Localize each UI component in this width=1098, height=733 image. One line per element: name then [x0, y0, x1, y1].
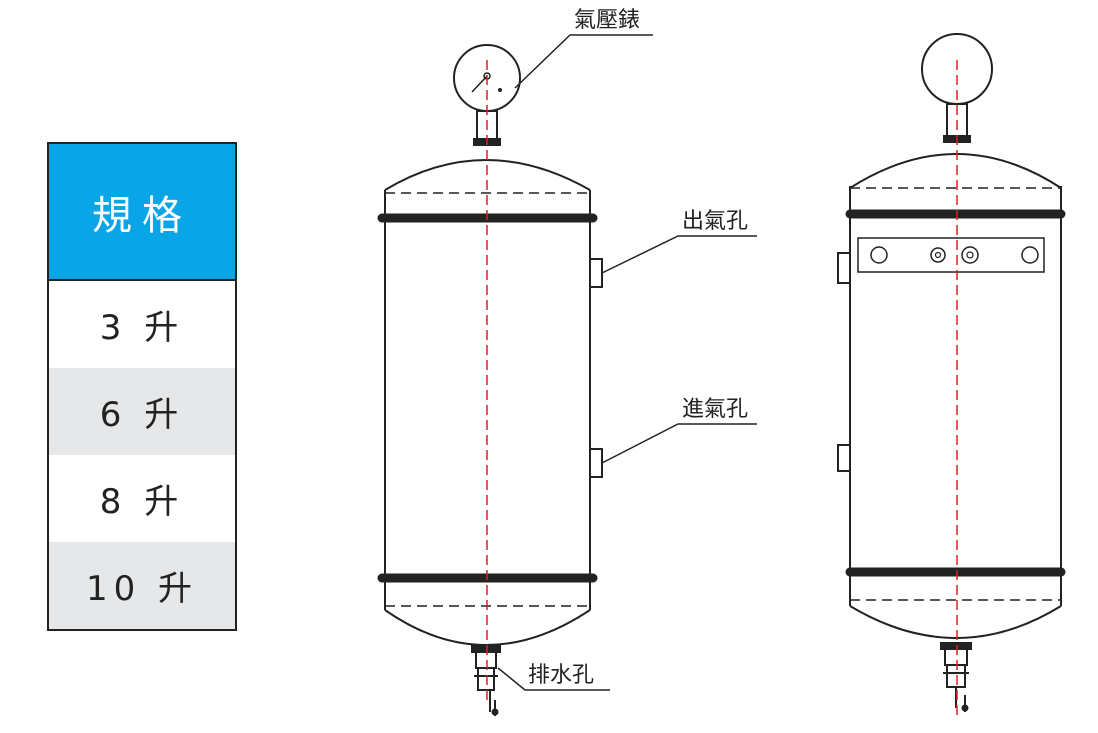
- drain-valve: [944, 648, 968, 666]
- leader-air-inlet: [601, 423, 757, 464]
- air-inlet-port: [589, 448, 603, 478]
- leader-air-outlet: [601, 235, 757, 274]
- label-air-outlet: 出氣孔: [682, 209, 748, 234]
- spec-row: 3 升: [49, 281, 235, 368]
- front-view-tank: [377, 44, 603, 716]
- drain-valve: [475, 651, 497, 669]
- port-plate: [857, 237, 1045, 273]
- top-dome: [849, 153, 1062, 189]
- label-air-inlet: 進氣孔: [682, 397, 748, 422]
- air-outlet-port: [589, 258, 603, 288]
- label-pressure-gauge: 氣壓錶: [574, 8, 640, 33]
- spec-row: 10 升: [49, 542, 235, 629]
- leader-pressure-gauge: [514, 34, 653, 89]
- side-view-tank: [837, 33, 1066, 712]
- leader-drain: [497, 667, 610, 691]
- spec-table-header: 規格: [49, 144, 235, 281]
- spec-row: 6 升: [49, 368, 235, 455]
- label-drain: 排水孔: [528, 663, 594, 688]
- spec-table: 規格 3 升 6 升 8 升 10 升: [47, 142, 237, 631]
- spec-row: 8 升: [49, 455, 235, 542]
- bottom-dome: [849, 605, 1062, 639]
